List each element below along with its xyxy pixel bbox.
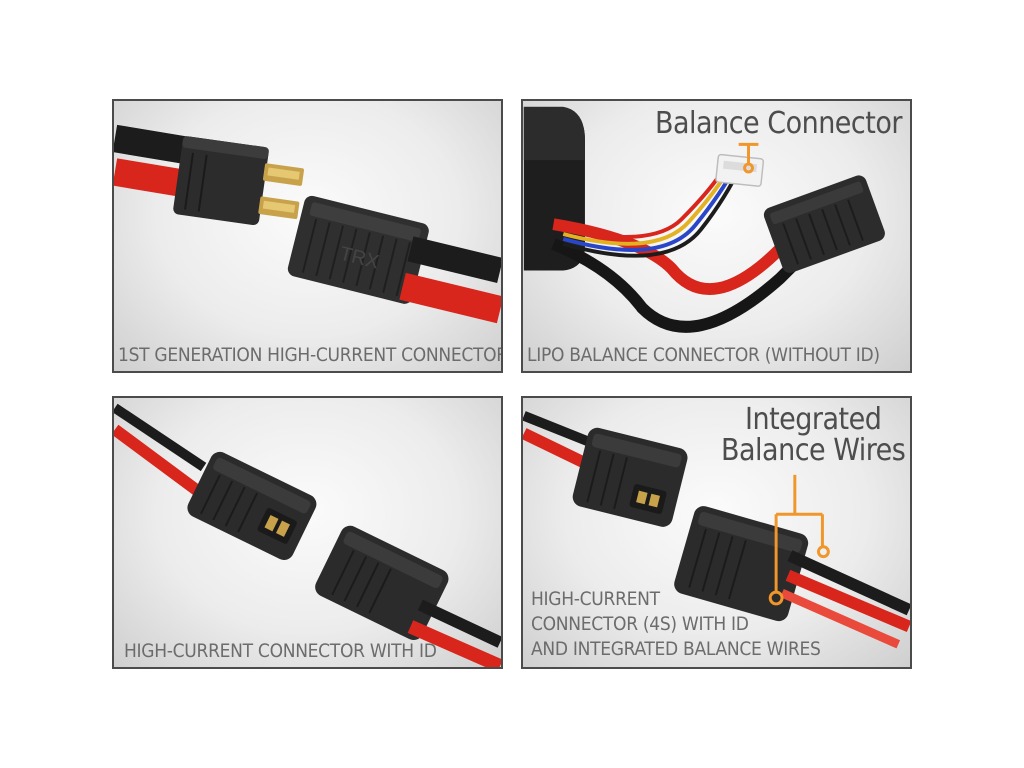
panel-lipo-balance: Balance Connector LIPO BALANCE CONNECTOR… — [521, 99, 912, 373]
first-gen-connector-illustration: TRX — [114, 124, 501, 324]
caption-line: HIGH-CURRENT — [531, 588, 660, 610]
callout-balance-connector: Balance Connector — [655, 106, 902, 141]
caption-connector-with-id: HIGH-CURRENT CONNECTOR WITH ID — [124, 640, 437, 662]
panel-connector-with-id: HIGH-CURRENT CONNECTOR WITH ID — [112, 396, 503, 669]
caption-first-gen: 1ST GENERATION HIGH-CURRENT CONNECTOR — [118, 344, 503, 366]
caption-line: AND INTEGRATED BALANCE WIRES — [531, 638, 821, 660]
connector-with-id-illustration — [114, 403, 501, 667]
panel-4s-integrated-balance: Integrated Balance Wires HIGH-CURRENT CO… — [521, 396, 912, 669]
lipo-balance-illustration — [523, 106, 885, 333]
callout-line: Integrated — [745, 402, 882, 437]
callout-integrated-balance-wires: Integrated Balance Wires — [721, 402, 906, 468]
caption-lipo-balance: LIPO BALANCE CONNECTOR (WITHOUT ID) — [527, 344, 880, 366]
caption-4s-integrated: HIGH-CURRENT CONNECTOR (4S) WITH ID AND … — [531, 587, 821, 662]
callout-line: Balance Wires — [721, 433, 906, 468]
integrated-balance-illustration — [523, 411, 910, 649]
panel-first-gen-connector: TRX 1ST GENERATION HIGH-CURRENT CONNECTO… — [112, 99, 503, 373]
caption-line: CONNECTOR (4S) WITH ID — [531, 613, 749, 635]
